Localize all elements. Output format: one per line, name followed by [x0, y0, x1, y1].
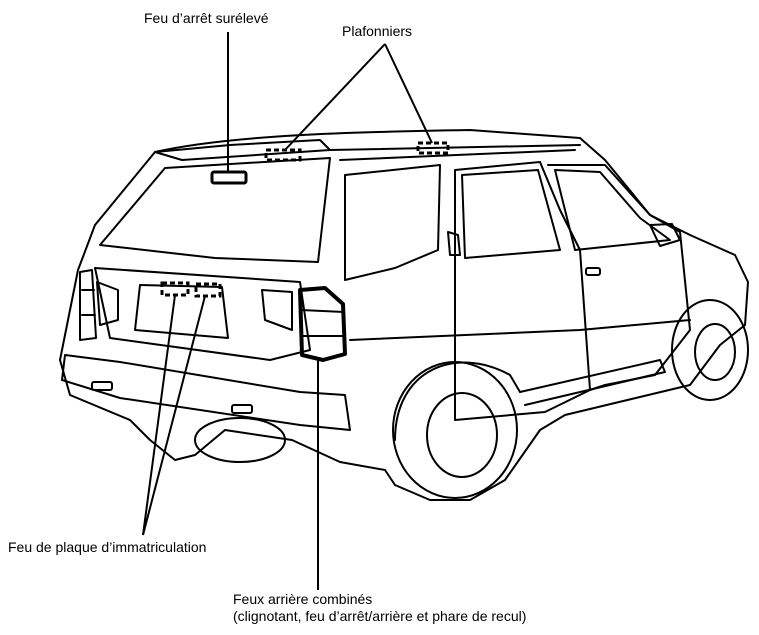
body-side-line [350, 320, 690, 340]
high-mount-stop-lamp [212, 172, 246, 183]
roof-rail [330, 145, 580, 160]
label-rear-combination-title: Feux arrière combinés [233, 591, 526, 608]
label-high-mount-stop-lamp: Feu d’arrêt surélevé [144, 10, 269, 27]
front-door-window [555, 170, 670, 250]
roof-spoiler [155, 140, 330, 160]
label-rear-combination-lamps: Feux arrière combinés (clignotant, feu d… [233, 591, 526, 625]
vehicle-body-outline [60, 130, 748, 500]
license-plate-recess [135, 285, 228, 338]
rear-window [100, 158, 330, 262]
label-license-plate-lamp: Feu de plaque d’immatriculation [8, 539, 206, 556]
tailgate-panel [95, 268, 310, 360]
leader-dome-2 [385, 44, 432, 143]
bumper-reflector-left [92, 382, 112, 390]
dome-light-rear [266, 150, 300, 160]
quarter-window [345, 165, 440, 280]
bumper-reflector-right [232, 405, 252, 413]
rear-wheel-hub [427, 393, 497, 477]
tailgate-right-reflector [262, 290, 292, 330]
left-rear-combination-lamp [80, 270, 96, 340]
rear-wheel-arch [395, 363, 520, 440]
front-door [548, 165, 690, 390]
rear-bumper [62, 355, 350, 430]
door-handle [586, 268, 600, 275]
side-step [520, 360, 665, 405]
front-wheel [672, 300, 748, 400]
label-dome-lights: Plafonniers [342, 23, 412, 40]
label-rear-combination-detail: (clignotant, feu d’arrêt/arrière et phar… [233, 608, 526, 625]
rear-door-window [462, 170, 560, 258]
spare-wheel-under [195, 418, 285, 462]
